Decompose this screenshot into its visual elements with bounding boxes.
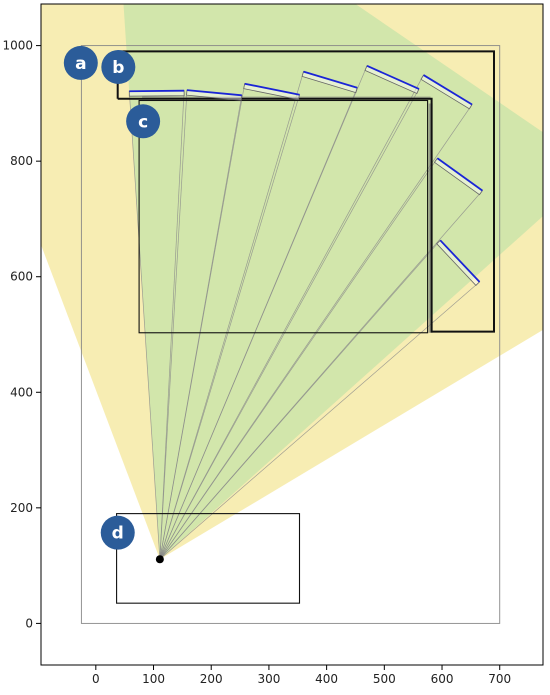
tile-panel — [128, 90, 185, 97]
label-badge-text-c: c — [138, 112, 148, 132]
tile-line — [244, 82, 300, 96]
tile-panel — [186, 89, 243, 101]
y-tick-label: 800 — [10, 154, 33, 168]
ray-line — [159, 65, 368, 560]
tile-line — [366, 65, 420, 90]
x-tick-label: 500 — [373, 672, 396, 686]
ray-line — [159, 90, 188, 560]
y-tick-label: 200 — [10, 501, 33, 515]
label-badge-text-a: a — [75, 54, 86, 74]
label-badge-text-d: d — [112, 524, 124, 544]
x-tick-label: 700 — [488, 672, 511, 686]
label-badge-d — [100, 515, 135, 550]
ray-line — [159, 71, 304, 560]
plot-frame — [40, 3, 544, 666]
box-c-shadow-right — [428, 103, 433, 333]
y-tick-label: 400 — [10, 385, 33, 399]
x-tick-label: 200 — [200, 672, 223, 686]
cone-layer — [41, 4, 543, 560]
x-tick-label: 300 — [257, 672, 280, 686]
ray-line — [159, 90, 185, 560]
x-tick-label: 100 — [142, 672, 165, 686]
tile-line — [129, 89, 185, 93]
tile-line — [436, 157, 483, 192]
ray-line — [128, 91, 161, 560]
source-point — [155, 555, 164, 564]
axes-layer: 0 100 200 300 400 500 600 700 0 200 400 600 800 1000 — [2, 3, 544, 686]
tile-line — [303, 70, 358, 89]
x-tick-label: 600 — [431, 672, 454, 686]
label-badge-b — [101, 49, 136, 84]
ray-line — [159, 104, 473, 560]
green-cone — [123, 4, 543, 560]
source-layer — [155, 555, 164, 564]
label-badge-text-b: b — [112, 58, 124, 78]
y-tick-label: 600 — [10, 270, 33, 284]
ray-line — [159, 281, 480, 560]
outer-room-rect — [80, 45, 501, 624]
tile-panel — [301, 71, 358, 94]
y-tick-label: 1000 — [2, 39, 33, 53]
ray-line — [159, 158, 438, 560]
x-tick-label: 400 — [315, 672, 338, 686]
ray-line — [159, 83, 246, 560]
ray-line — [159, 74, 424, 560]
tile-line — [186, 89, 242, 97]
y-tick-label: 0 — [25, 616, 33, 630]
badge-layer: a b c d — [63, 45, 161, 550]
ray-line — [159, 240, 441, 560]
label-badge-c — [126, 104, 161, 139]
tile-line — [439, 239, 481, 283]
ray-line — [159, 88, 420, 560]
box-c-rect — [138, 99, 429, 334]
x-tick-label: 0 — [92, 672, 100, 686]
ray-line — [159, 94, 300, 560]
tile-layer — [128, 65, 483, 286]
label-badge-a — [63, 45, 98, 80]
box-d-rect — [116, 513, 301, 604]
tile-line — [423, 74, 473, 106]
